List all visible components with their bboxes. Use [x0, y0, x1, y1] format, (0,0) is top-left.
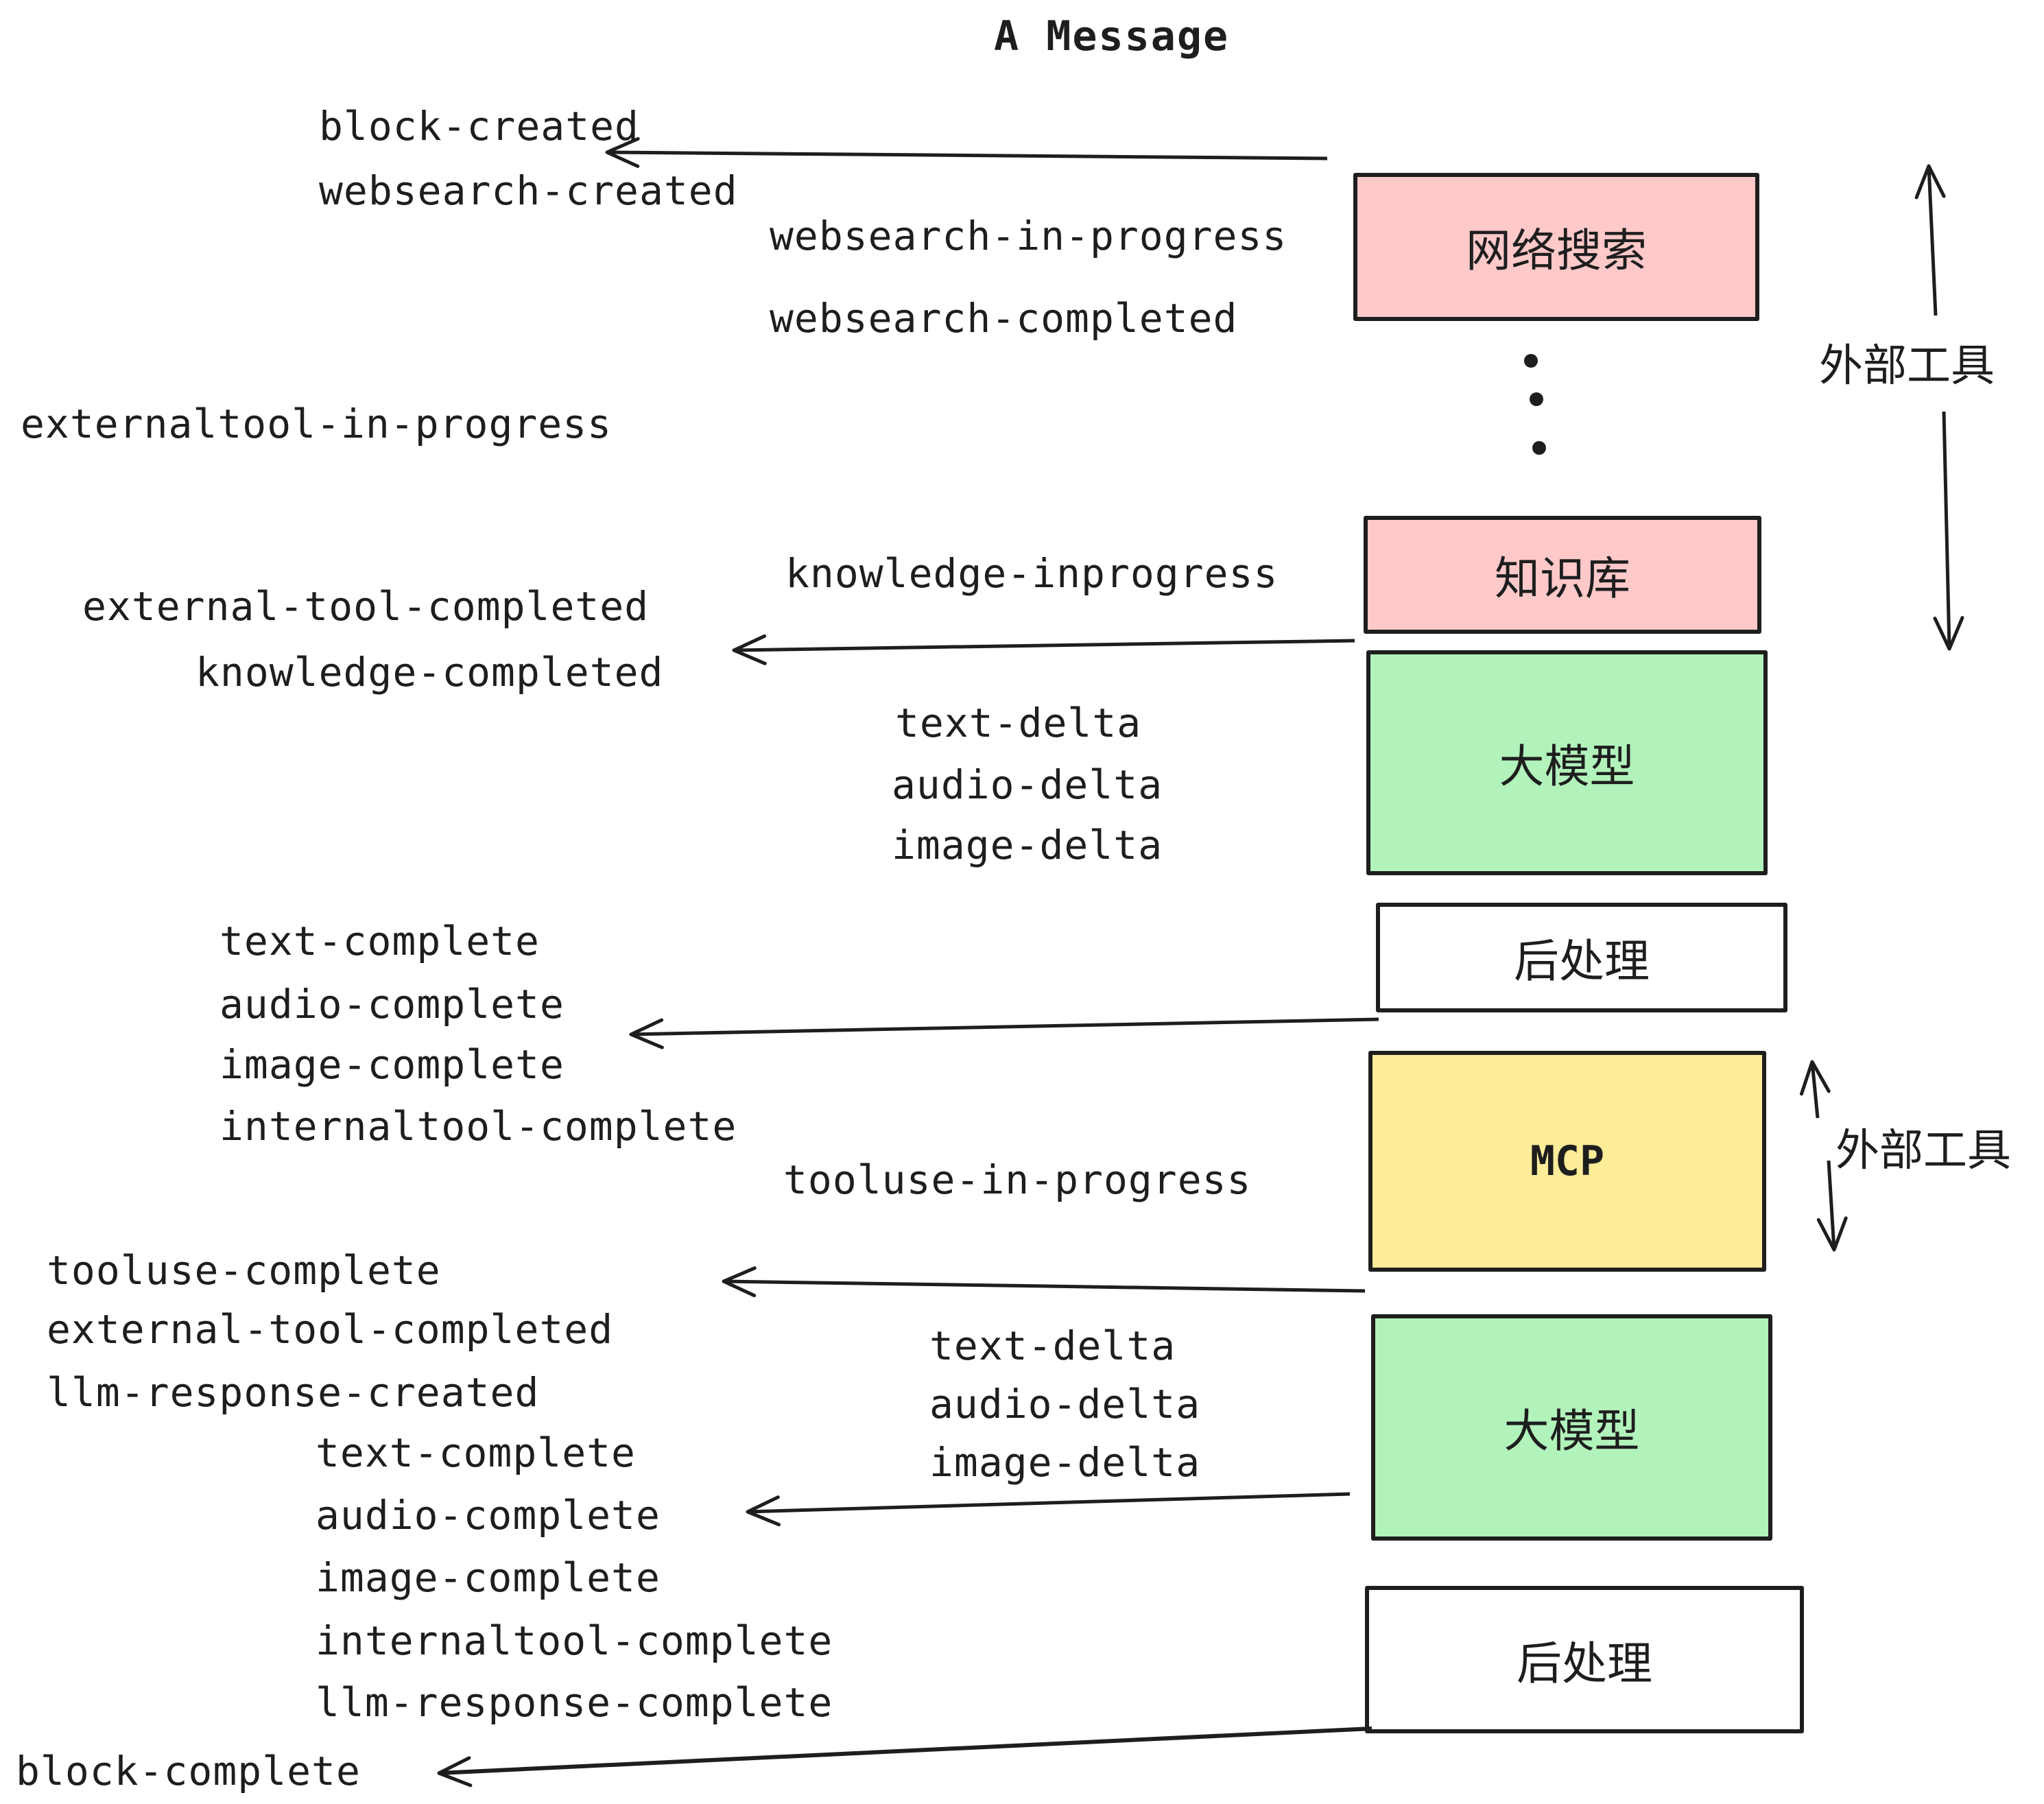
arrow-tooluse-complete: [722, 1266, 1366, 1298]
event-image-complete-1: image-complete: [219, 1041, 565, 1088]
arrow-external-tools-top-down: [1933, 411, 1964, 651]
arrow-external-tools-mid-up: [1799, 1060, 1831, 1119]
external-tools-label-top: 外部工具: [1819, 341, 1995, 392]
event-audio-complete-2: audio-complete: [316, 1492, 661, 1539]
event-internaltool-complete-1: internaltool-complete: [219, 1103, 737, 1150]
event-text-delta-1: text-delta: [895, 700, 1142, 746]
arrow-external-tools-mid-down: [1816, 1160, 1848, 1252]
node-llm-2-label: 大模型: [1504, 1405, 1640, 1458]
event-audio-delta-2: audio-delta: [929, 1381, 1201, 1427]
node-postprocess-1: 后处理: [1376, 903, 1787, 1012]
node-knowledge: 知识库: [1364, 516, 1761, 634]
event-image-delta-1: image-delta: [892, 822, 1163, 868]
event-websearch-created: websearch-created: [319, 167, 738, 214]
node-websearch: 网络搜索: [1353, 173, 1759, 321]
event-image-complete-2: image-complete: [316, 1554, 661, 1601]
node-knowledge-label: 知识库: [1495, 552, 1630, 605]
event-text-complete-1: text-complete: [219, 918, 540, 964]
ellipsis-dot: [1530, 392, 1543, 406]
event-knowledge-completed: knowledge-completed: [195, 649, 664, 696]
node-mcp: MCP: [1368, 1051, 1766, 1272]
event-audio-delta-1: audio-delta: [892, 761, 1163, 808]
arrow-block-created: [605, 137, 1328, 168]
event-block-created: block-created: [319, 103, 639, 150]
event-block-complete: block-complete: [16, 1748, 361, 1794]
external-tools-label-mid: 外部工具: [1835, 1126, 2011, 1176]
ellipsis-dot: [1532, 441, 1546, 455]
event-image-delta-2: image-delta: [929, 1439, 1201, 1486]
event-audio-complete-1: audio-complete: [219, 981, 565, 1028]
node-websearch-label: 网络搜索: [1466, 224, 1647, 277]
arrow-block-complete: [437, 1726, 1372, 1788]
event-text-complete-2: text-complete: [316, 1429, 636, 1476]
event-text-delta-2: text-delta: [929, 1322, 1176, 1369]
node-mcp-label: MCP: [1530, 1137, 1605, 1185]
node-postprocess-1-label: 后处理: [1514, 935, 1650, 988]
arrow-internal-complete-1: [629, 1017, 1379, 1049]
node-postprocess-2-label: 后处理: [1517, 1637, 1652, 1690]
event-websearch-completed: websearch-completed: [770, 295, 1238, 342]
diagram-title: A Message: [994, 12, 1230, 60]
event-websearch-in-progress: websearch-in-progress: [770, 213, 1287, 259]
arrow-audio-complete-2: [746, 1492, 1351, 1527]
event-internaltool-complete-2: internaltool-complete: [316, 1617, 833, 1664]
event-llm-response-complete: llm-response-complete: [316, 1679, 833, 1726]
node-llm-1: 大模型: [1366, 650, 1768, 875]
arrow-external-tools-top-up: [1914, 164, 1946, 316]
event-knowledge-inprogress: knowledge-inprogress: [785, 550, 1279, 597]
node-llm-2: 大模型: [1371, 1314, 1772, 1541]
event-tooluse-complete: tooluse-complete: [47, 1247, 441, 1294]
arrow-knowledge-completed: [732, 634, 1355, 665]
ellipsis-dot: [1524, 354, 1538, 368]
event-tooluse-in-progress: tooluse-in-progress: [783, 1156, 1252, 1203]
node-postprocess-2: 后处理: [1365, 1586, 1804, 1733]
event-external-tool-completed-2: external-tool-completed: [47, 1306, 614, 1353]
event-external-tool-completed-1: external-tool-completed: [82, 583, 650, 630]
node-llm-1-label: 大模型: [1499, 740, 1635, 793]
event-externaltool-in-progress: externaltool-in-progress: [21, 401, 613, 447]
event-llm-response-created: llm-response-created: [47, 1369, 540, 1416]
